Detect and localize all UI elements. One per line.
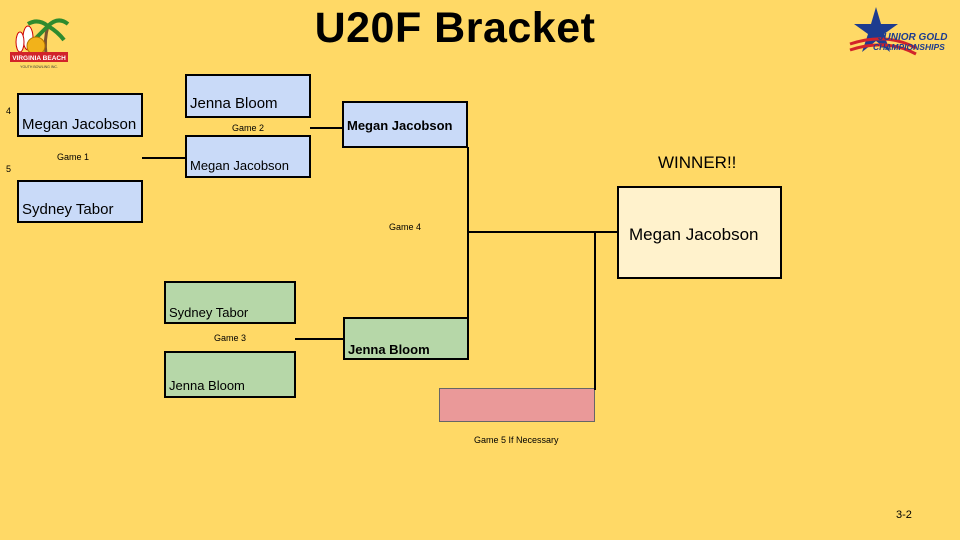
seed-bottom: 5: [6, 164, 12, 174]
game1-player-b-slot: Sydney Tabor: [17, 180, 143, 223]
palm-tree-bowling-icon: VIRGINIA BEACH YOUTH BOWLING INC.: [10, 18, 70, 69]
seed-top: 4: [6, 106, 12, 116]
game5-slot: [439, 388, 595, 422]
connector-line: [142, 157, 186, 159]
player-name: Jenna Bloom: [190, 95, 278, 112]
svg-text:YOUTH BOWLING INC.: YOUTH BOWLING INC.: [20, 65, 58, 69]
connector-line: [468, 231, 618, 233]
player-name: Sydney Tabor: [22, 201, 114, 218]
page-title: U20F Bracket: [314, 4, 596, 52]
connector-line: [594, 232, 596, 390]
game2-label: Game 2: [232, 123, 265, 133]
player-name: Megan Jacobson: [22, 116, 137, 133]
player-name: Jenna Bloom: [348, 342, 430, 357]
virginia-beach-logo: VIRGINIA BEACH YOUTH BOWLING INC.: [6, 12, 72, 70]
game2-player-b-slot: Megan Jacobson: [185, 135, 311, 178]
game3-label: Game 3: [214, 333, 247, 343]
connector-line: [295, 338, 344, 340]
player-name: Sydney Tabor: [169, 305, 249, 320]
player-name: Megan Jacobson: [347, 118, 453, 133]
junior-gold-logo: JUNIOR GOLD CHAMPIONSHIPS: [846, 4, 958, 62]
star-icon: JUNIOR GOLD CHAMPIONSHIPS: [849, 7, 947, 56]
game4-label: Game 4: [389, 222, 422, 232]
game1-player-a-slot: Megan Jacobson: [17, 93, 143, 137]
round2-bottom-slot: Jenna Bloom: [343, 317, 469, 360]
winner-name: Megan Jacobson: [629, 225, 759, 244]
game5-label: Game 5 If Necessary: [474, 435, 559, 445]
svg-text:JUNIOR GOLD: JUNIOR GOLD: [878, 32, 947, 43]
page-number: 3-2: [896, 509, 912, 521]
player-name: Megan Jacobson: [190, 158, 290, 173]
player-name: Jenna Bloom: [169, 378, 245, 393]
game3-player-a-slot: Sydney Tabor: [164, 281, 296, 324]
connector-line: [310, 127, 343, 129]
winner-slot: Megan Jacobson: [617, 186, 782, 279]
svg-text:VIRGINIA BEACH: VIRGINIA BEACH: [12, 55, 66, 62]
game2-player-a-slot: Jenna Bloom: [185, 74, 311, 118]
game3-player-b-slot: Jenna Bloom: [164, 351, 296, 398]
round2-top-slot: Megan Jacobson: [342, 101, 468, 148]
svg-text:CHAMPIONSHIPS: CHAMPIONSHIPS: [873, 42, 945, 52]
winner-heading: WINNER!!: [658, 153, 737, 172]
game1-label: Game 1: [57, 152, 90, 162]
